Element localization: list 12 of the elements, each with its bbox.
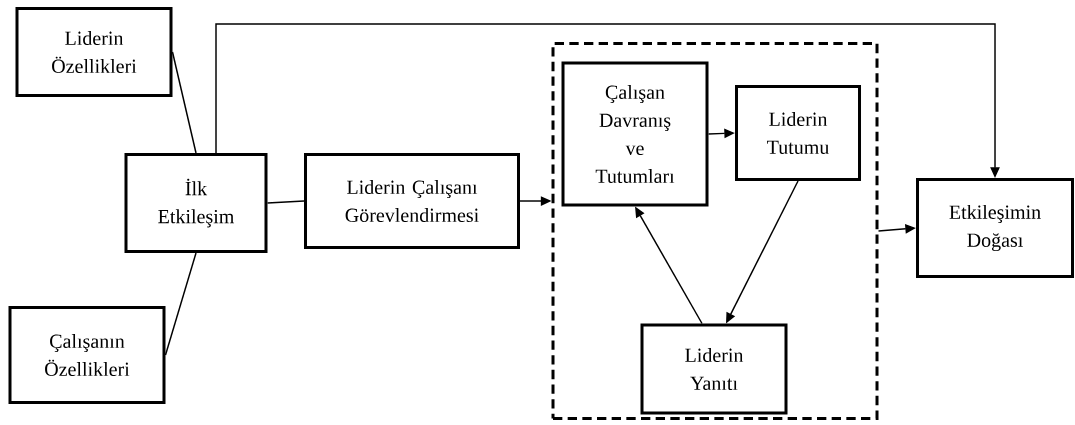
process-box: İlk Etkileşim xyxy=(124,153,268,253)
process-box: Etkileşimin Doğası xyxy=(916,178,1074,278)
process-box: Liderin Tutumu xyxy=(735,85,861,181)
process-box: Çalışan Davranış ve Tutumları xyxy=(561,61,709,207)
process-box: Liderin Özellikleri xyxy=(15,7,173,97)
connector-line xyxy=(164,252,197,356)
process-box: Liderin Yanıtı xyxy=(640,323,788,415)
dashed-group-box xyxy=(551,42,879,420)
process-box: Çalışanın Özellikleri xyxy=(8,306,166,404)
connector-line xyxy=(266,200,305,204)
connector-line xyxy=(171,51,197,154)
process-box: Liderin Çalışanı Görevlendirmesi xyxy=(304,153,520,249)
